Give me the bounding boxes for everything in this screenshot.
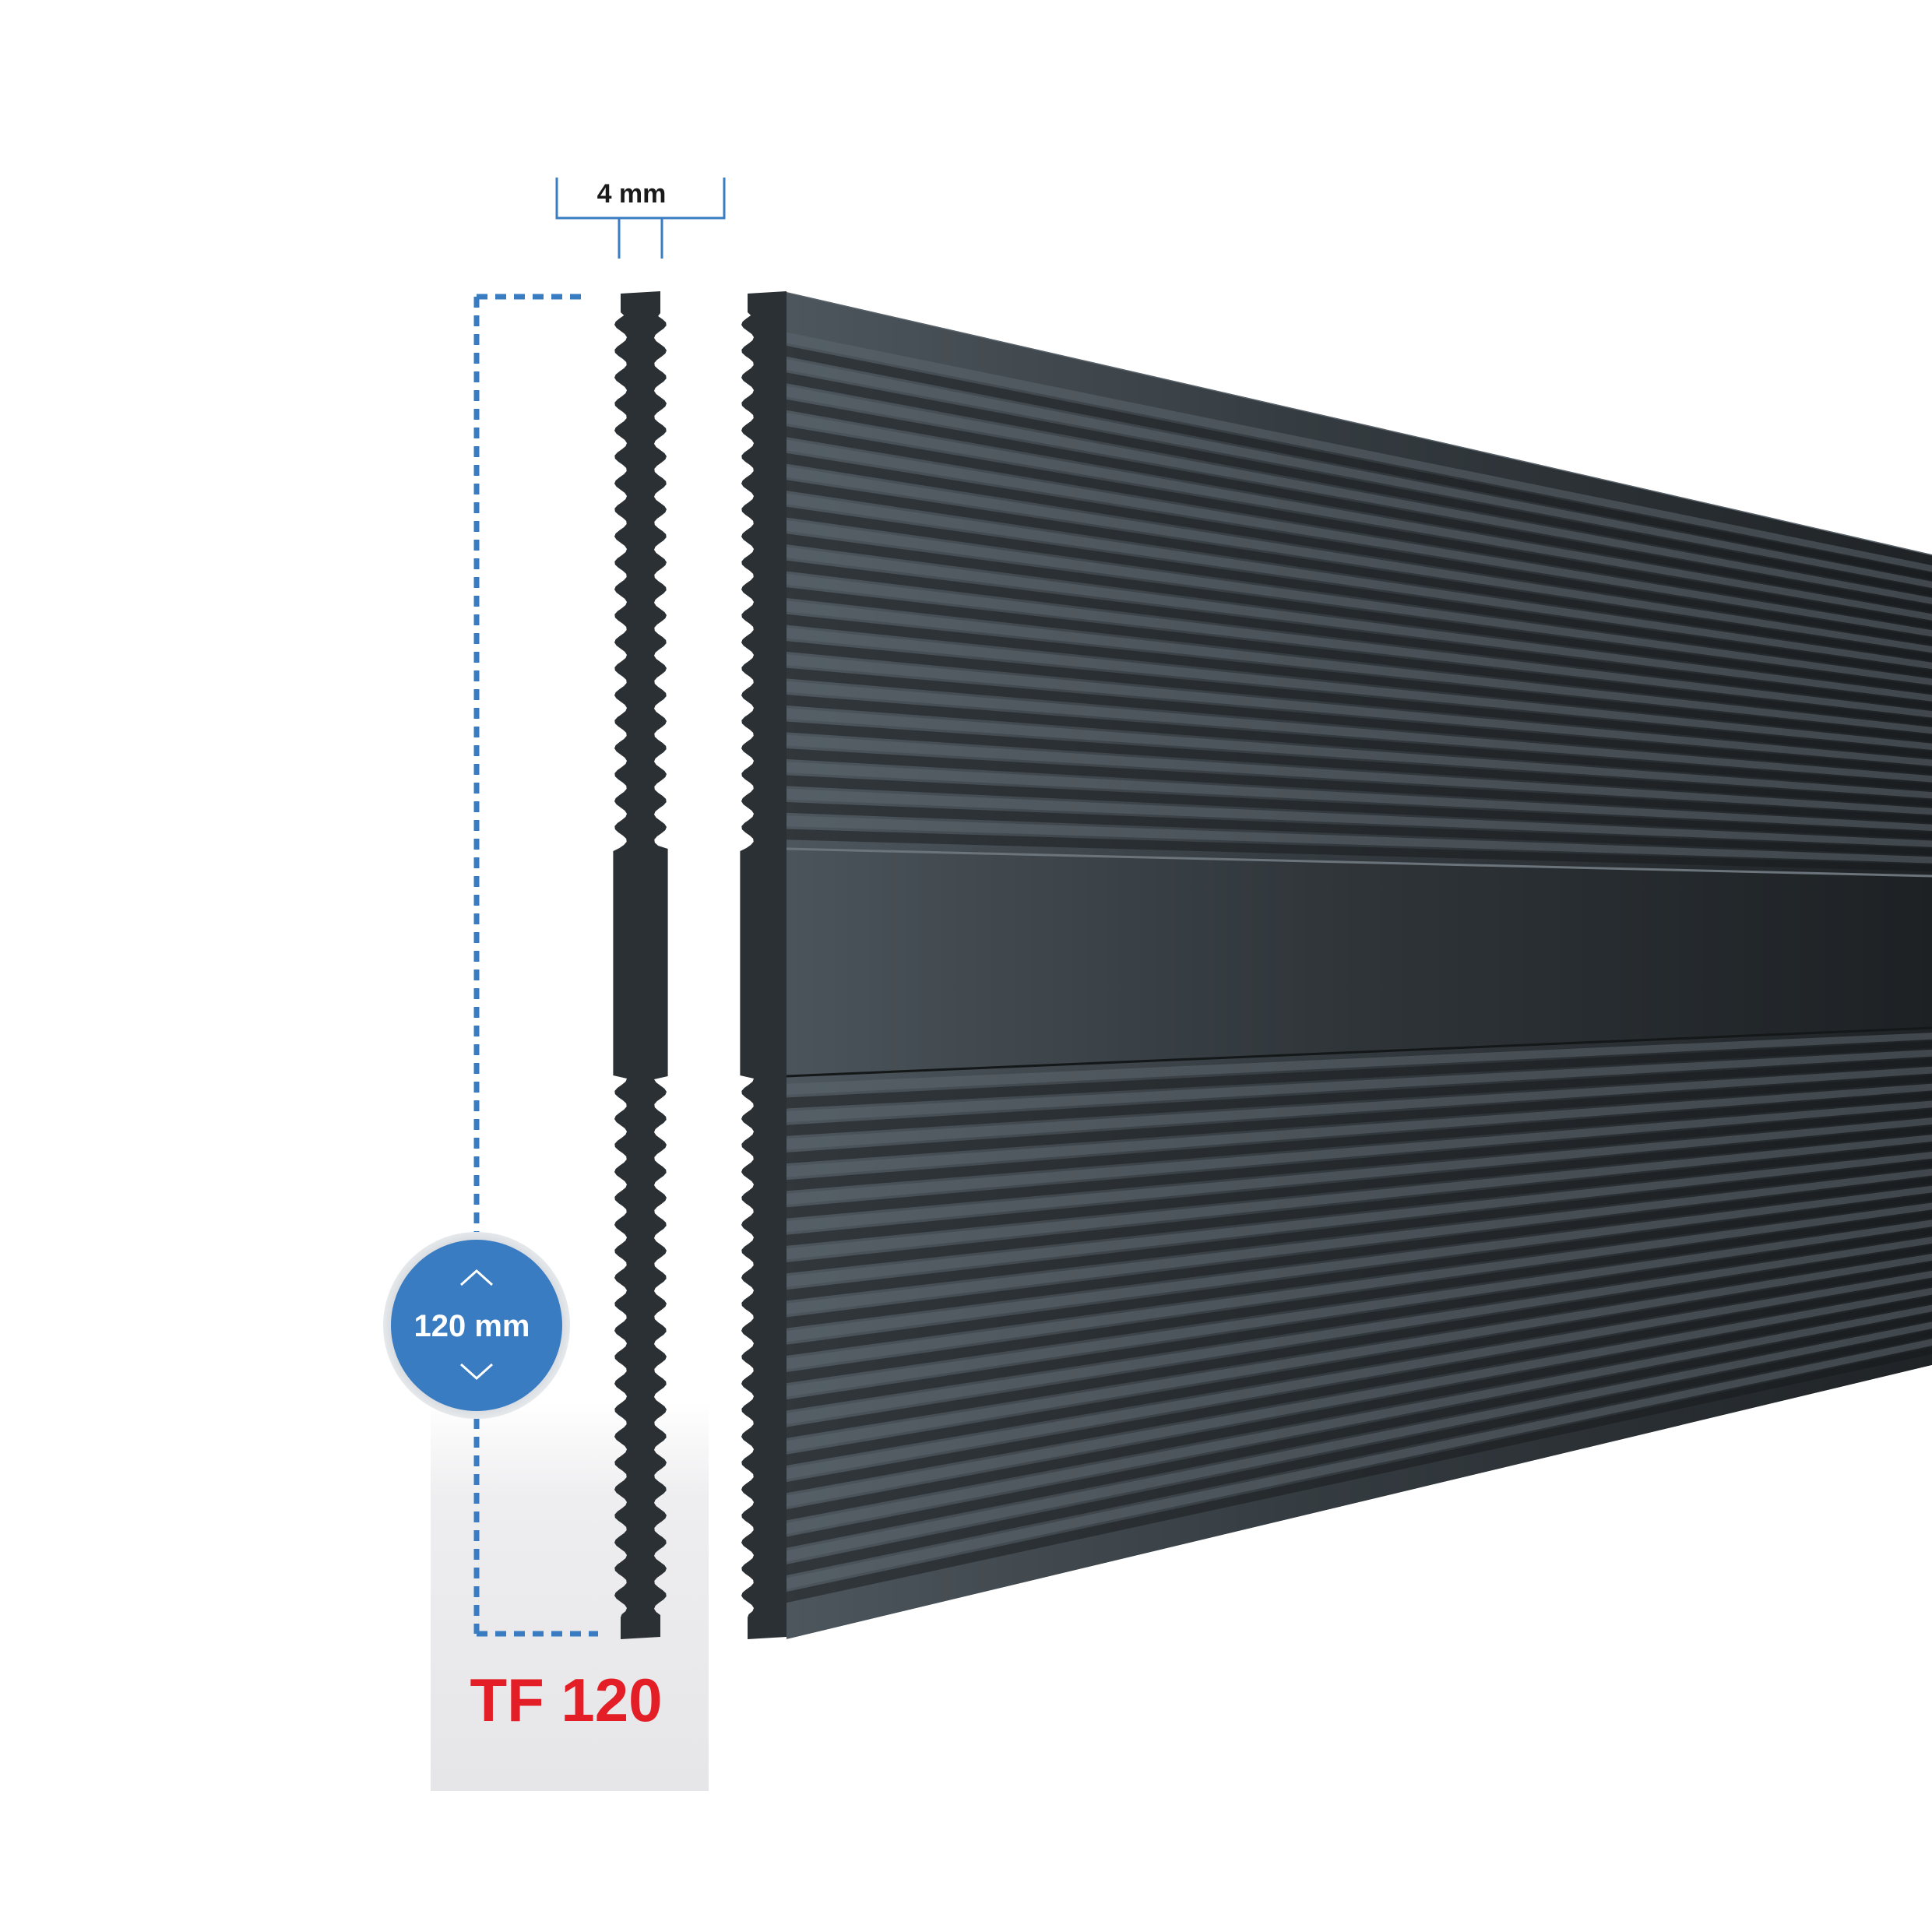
ridge-shadow — [787, 695, 1932, 790]
panel-cross-section — [613, 291, 668, 1639]
ridge-shadow — [787, 1126, 1932, 1246]
ridge-shadow — [787, 533, 1932, 694]
ridge-shadow — [787, 641, 1932, 758]
ridge-highlight — [787, 1049, 1932, 1123]
ridge-highlight — [787, 708, 1932, 799]
ridge-shadow — [787, 1347, 1932, 1603]
height-label: 120 mm — [414, 1309, 530, 1343]
ridge-shadow — [787, 1330, 1932, 1575]
ridge-shadow — [787, 802, 1932, 856]
ridge-highlight — [787, 439, 1932, 637]
ridge-highlight — [787, 627, 1932, 750]
chevron-down-icon — [459, 1363, 494, 1381]
ridge-highlight — [787, 734, 1932, 815]
ridge-highlight — [787, 1117, 1932, 1233]
ridge-shadow — [787, 1143, 1932, 1274]
ridge-highlight — [787, 1237, 1932, 1424]
ridge-highlight — [787, 385, 1932, 604]
ridge-highlight — [787, 788, 1932, 847]
height-dimension-bracket — [473, 294, 598, 1637]
ridge-highlight — [787, 600, 1932, 734]
ridge-highlight — [787, 1185, 1932, 1343]
ridge-highlight — [787, 1339, 1932, 1589]
ridge-shadow — [787, 1160, 1932, 1301]
ridge-highlight — [787, 815, 1932, 864]
panel-ridges-top — [787, 332, 1932, 871]
height-badge — [383, 1232, 570, 1419]
ridge-shadow — [787, 399, 1932, 613]
ridge-highlight — [787, 574, 1932, 718]
ridge-highlight — [787, 547, 1932, 702]
ridge-shadow — [787, 1057, 1932, 1136]
ridge-shadow — [787, 614, 1932, 742]
ridge-shadow — [787, 506, 1932, 677]
panel-edge — [740, 291, 787, 1639]
ridge-highlight — [787, 1152, 1932, 1287]
ridge-shadow — [787, 1245, 1932, 1438]
ridge-shadow — [787, 721, 1932, 807]
ridge-highlight — [787, 681, 1932, 783]
panel-face — [787, 292, 1932, 1639]
ridge-highlight — [787, 1270, 1932, 1480]
ridge-shadow — [787, 1262, 1932, 1466]
ridge-highlight — [787, 762, 1932, 831]
ridge-shadow — [787, 1313, 1932, 1548]
ridge-shadow — [787, 1279, 1932, 1494]
ridge-highlight — [787, 1083, 1932, 1177]
thickness-label: 4 mm — [597, 179, 667, 209]
ridge-shadow — [787, 426, 1932, 629]
ridge-shadow — [787, 1177, 1932, 1328]
thickness-dimension — [555, 178, 726, 259]
ridge-highlight — [787, 1287, 1932, 1507]
ridge-highlight — [787, 1254, 1932, 1452]
ridge-shadow — [787, 372, 1932, 596]
ridge-shadow — [787, 1075, 1932, 1163]
ridge-shadow — [787, 346, 1932, 580]
ridge-shadow — [787, 587, 1932, 726]
ridge-shadow — [787, 560, 1932, 710]
ridge-shadow — [787, 1296, 1932, 1521]
ridge-highlight — [787, 1033, 1932, 1095]
ridge-highlight — [787, 359, 1932, 589]
ridge-highlight — [787, 1321, 1932, 1562]
ridge-shadow — [787, 748, 1932, 823]
ridge-highlight — [787, 1304, 1932, 1535]
ridge-highlight — [787, 654, 1932, 766]
ridge-highlight — [787, 1135, 1932, 1260]
ridge-shadow — [787, 1194, 1932, 1356]
ridge-highlight — [787, 1100, 1932, 1205]
ridge-shadow — [787, 452, 1932, 645]
ridge-shadow — [787, 1228, 1932, 1411]
ridge-shadow — [787, 1041, 1932, 1109]
ridge-shadow — [787, 667, 1932, 775]
ridge-shadow — [787, 829, 1932, 871]
ridge-highlight — [787, 332, 1932, 572]
ridge-highlight — [787, 1219, 1932, 1397]
ridge-highlight — [787, 1066, 1932, 1150]
panel-ridges-bottom — [787, 1033, 1932, 1603]
ridge-shadow — [787, 1092, 1932, 1191]
ridge-highlight — [787, 1168, 1932, 1314]
ridge-highlight — [787, 466, 1932, 653]
product-name: TF 120 — [470, 1666, 662, 1734]
ridge-highlight — [787, 493, 1932, 670]
chevron-up-icon — [459, 1269, 494, 1286]
ridge-shadow — [787, 1109, 1932, 1219]
ridge-highlight — [787, 520, 1932, 685]
ridge-shadow — [787, 1211, 1932, 1384]
ridge-shadow — [787, 775, 1932, 839]
ridge-shadow — [787, 480, 1932, 661]
ridge-highlight — [787, 1202, 1932, 1370]
ridge-highlight — [787, 413, 1932, 621]
